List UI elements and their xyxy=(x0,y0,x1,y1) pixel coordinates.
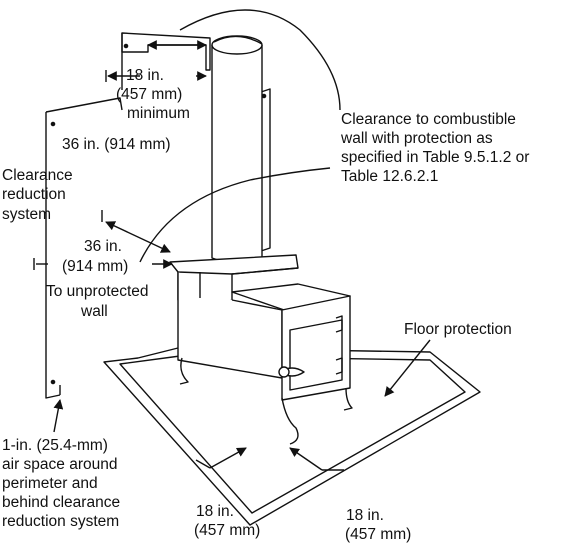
dimension-lines xyxy=(33,9,431,471)
stove-pipe xyxy=(211,35,263,264)
unprotected-label-line1: To unprotected xyxy=(46,283,149,300)
side-clearance-metric: (914 mm) xyxy=(62,258,129,275)
bottom-right-clearance: 18 in. xyxy=(346,507,384,524)
combustible-label-line2: wall with protection as xyxy=(341,130,493,147)
airspace-label-line4: behind clearance xyxy=(2,494,121,511)
crs-label-line1: Clearance xyxy=(2,167,73,184)
crs-label-line3: system xyxy=(2,206,52,223)
bottom-left-clearance-metric: (457 mm) xyxy=(194,522,261,539)
left-clearance-label: 36 in. (914 mm) xyxy=(62,136,171,153)
bottom-right-clearance-metric: (457 mm) xyxy=(345,526,412,543)
unprotected-label-line2: wall xyxy=(81,303,108,320)
stove-body xyxy=(169,254,353,445)
combustible-label-line4: Table 12.6.2.1 xyxy=(341,168,439,185)
airspace-label-line3: perimeter and xyxy=(2,475,98,492)
airspace-label-line1: 1-in. (25.4-mm) xyxy=(2,437,108,454)
top-clearance-minimum: minimum xyxy=(127,105,190,122)
side-wall-panel xyxy=(45,97,123,399)
bottom-left-clearance: 18 in. xyxy=(196,503,234,520)
combustible-label-line3: specified in Table 9.5.1.2 or xyxy=(341,149,530,166)
floor-protection-label: Floor protection xyxy=(404,321,512,338)
side-clearance-label: 36 in. xyxy=(84,238,122,255)
top-clearance-label: 18 in. xyxy=(126,67,164,84)
airspace-label-line2: air space around xyxy=(2,456,118,473)
airspace-label-line5: reduction system xyxy=(2,513,120,530)
combustible-label-line1: Clearance to combustible xyxy=(341,111,516,128)
top-clearance-metric: (457 mm) xyxy=(116,86,183,103)
crs-label-line2: reduction xyxy=(2,186,66,203)
